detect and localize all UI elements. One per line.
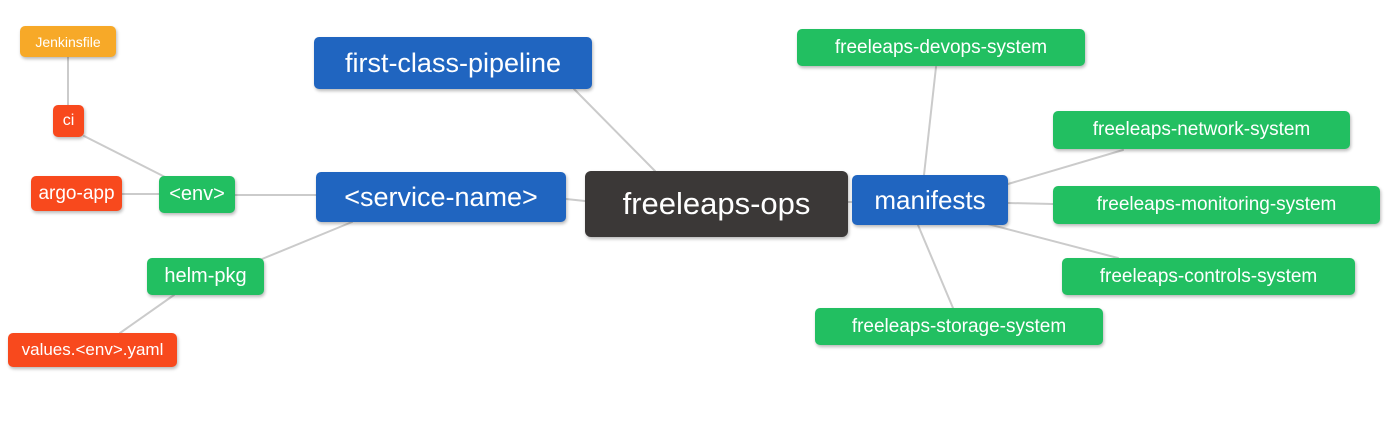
node-ci[interactable]: ci [53, 105, 84, 137]
node-label: freeleaps-network-system [1092, 119, 1311, 140]
node-freeleaps-devops-system[interactable]: freeleaps-devops-system [797, 29, 1085, 66]
node-label: freeleaps-devops-system [834, 36, 1048, 58]
node-helm-pkg[interactable]: helm-pkg [147, 258, 264, 295]
node-values-env-yaml[interactable]: values.<env>.yaml [8, 333, 177, 367]
edge-first-class-pipeline-freeleaps-ops [573, 88, 656, 172]
edge-manifests-freeleaps-storage-system [917, 224, 954, 309]
edge-ci-env [83, 135, 166, 178]
node-label: freeleaps-controls-system [1099, 265, 1318, 287]
node-freeleaps-controls-system[interactable]: freeleaps-controls-system [1062, 258, 1355, 295]
edge-service-name-helm-pkg [261, 221, 353, 260]
node-label: ci [62, 112, 75, 129]
node-label: freeleaps-ops [622, 186, 811, 221]
node-label: freeleaps-monitoring-system [1096, 194, 1337, 215]
node-service-name[interactable]: <service-name> [316, 172, 566, 222]
edge-manifests-freeleaps-network-system [1007, 149, 1124, 185]
edge-manifests-freeleaps-controls-system [983, 222, 1119, 259]
node-freeleaps-ops[interactable]: freeleaps-ops [585, 171, 848, 237]
node-freeleaps-monitoring-system[interactable]: freeleaps-monitoring-system [1053, 186, 1380, 224]
node-manifests[interactable]: manifests [852, 175, 1008, 225]
node-first-class-pipeline[interactable]: first-class-pipeline [314, 37, 592, 89]
node-label: argo-app [38, 182, 115, 204]
node-label: <service-name> [344, 181, 538, 212]
node-freeleaps-network-system[interactable]: freeleaps-network-system [1053, 111, 1350, 149]
edge-manifests-freeleaps-devops-system [923, 66, 937, 176]
node-argo-app[interactable]: argo-app [31, 176, 122, 211]
node-label: first-class-pipeline [344, 47, 562, 78]
edge-helm-pkg-values-env-yaml [119, 294, 175, 334]
node-label: values.<env>.yaml [21, 340, 164, 359]
node-freeleaps-storage-system[interactable]: freeleaps-storage-system [815, 308, 1103, 345]
node-label: <env> [169, 183, 225, 205]
node-label: freeleaps-storage-system [851, 315, 1067, 337]
node-label: manifests [874, 184, 986, 215]
node-label: Jenkinsfile [35, 33, 101, 50]
node-jenkinsfile[interactable]: Jenkinsfile [20, 26, 116, 57]
node-label: helm-pkg [164, 265, 247, 287]
edge-service-name-freeleaps-ops [565, 198, 586, 202]
edge-manifests-freeleaps-monitoring-system [1007, 202, 1054, 205]
node-env[interactable]: <env> [159, 176, 235, 213]
